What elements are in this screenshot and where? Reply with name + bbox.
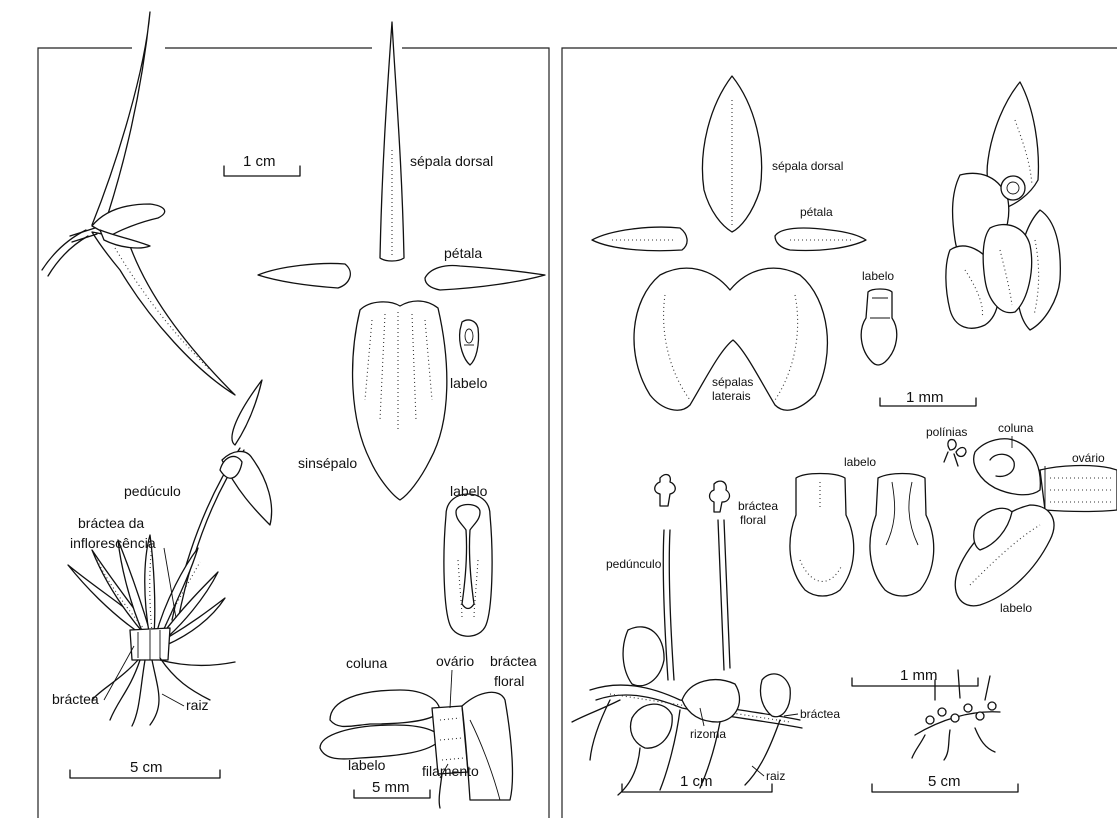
petal-right-illustration-right (775, 228, 866, 251)
label-sepala-dorsal: sépala dorsal (410, 153, 493, 169)
label-bractea-floral-2: floral (494, 673, 524, 689)
labellum-illustration-right (861, 289, 897, 365)
scale-bar-5cm-right: 5 cm (872, 773, 1018, 792)
scale-bar-1cm-right: 1 cm (622, 773, 772, 792)
left-plate: sépala dorsal pétala labelo sinsépalo la… (38, 12, 549, 818)
scale-bar-5cm: 5 cm (70, 759, 220, 778)
label-pedunculo: pedúnculo (606, 557, 662, 571)
pollinia-illustration (944, 440, 966, 466)
svg-text:5 cm: 5 cm (130, 759, 163, 776)
label-polinias: polínias (926, 425, 967, 439)
label-sepala-dorsal-right: sépala dorsal (772, 159, 843, 173)
label-labelo-2: labelo (450, 483, 488, 499)
petal-left-illustration-right (592, 227, 687, 251)
label-filamento: filamento (422, 763, 479, 779)
synsepal-illustration (353, 301, 447, 500)
large-labellum-illustration (444, 494, 492, 636)
label-labelo-1: labelo (450, 375, 488, 391)
scale-bar-1mm-top: 1 mm (880, 389, 976, 406)
svg-text:1 mm: 1 mm (906, 389, 944, 406)
small-labellum-illustration (460, 320, 479, 365)
dorsal-sepal-illustration (380, 22, 404, 261)
whole-plant-illustration (68, 380, 272, 726)
flower-front-illustration (946, 82, 1060, 330)
scale-bar-1cm: 1 cm (224, 153, 300, 176)
column-detail-illustration (320, 690, 512, 808)
svg-text:1 cm: 1 cm (243, 153, 276, 170)
label-bractea-floral-1: bráctea (490, 653, 537, 669)
label-petala: pétala (444, 245, 482, 261)
label-petala-right: pétala (800, 205, 833, 219)
label-labelo-3: labelo (348, 757, 386, 773)
upper-plant-illustration (42, 12, 235, 395)
label-rizoma: rizoma (690, 727, 726, 741)
label-raiz-right: raiz (766, 769, 785, 783)
label-bractea: bráctea (52, 691, 99, 707)
label-coluna-right: coluna (998, 421, 1034, 435)
label-ovario-right: ovário (1072, 451, 1105, 465)
label-sepalas-laterais-1: sépalas (712, 375, 753, 389)
right-plate: sépala dorsal pétala labelo sépalas late… (562, 48, 1117, 818)
label-labelo-right-1: labelo (862, 269, 894, 283)
label-bractea-inflorescencia-2: inflorescência (70, 535, 156, 551)
svg-text:1 cm: 1 cm (680, 773, 713, 790)
label-bractea-floral-right-1: bráctea (738, 499, 778, 513)
label-bractea-inflorescencia-1: bráctea da (78, 515, 144, 531)
plant-habit-illustration (572, 475, 802, 795)
label-sinsepalo: sinsépalo (298, 455, 357, 471)
label-labelo-right-2: labelo (844, 455, 876, 469)
label-raiz: raiz (186, 697, 209, 713)
label-bractea-right: bráctea (800, 707, 840, 721)
scale-bar-5mm: 5 mm (354, 779, 430, 798)
petal-left-illustration (258, 263, 350, 288)
svg-text:1 mm: 1 mm (900, 667, 938, 684)
petal-right-illustration (425, 266, 545, 291)
label-ovario: ovário (436, 653, 474, 669)
label-peduculo: pedúculo (124, 483, 181, 499)
label-labelo-right-3: labelo (1000, 601, 1032, 615)
labellum-front-illustration (790, 474, 854, 597)
label-coluna: coluna (346, 655, 387, 671)
labellum-back-illustration (870, 474, 934, 597)
label-sepalas-laterais-2: laterais (712, 389, 751, 403)
label-bractea-floral-right-2: floral (740, 513, 766, 527)
svg-text:5 cm: 5 cm (928, 773, 961, 790)
svg-text:5 mm: 5 mm (372, 779, 410, 796)
